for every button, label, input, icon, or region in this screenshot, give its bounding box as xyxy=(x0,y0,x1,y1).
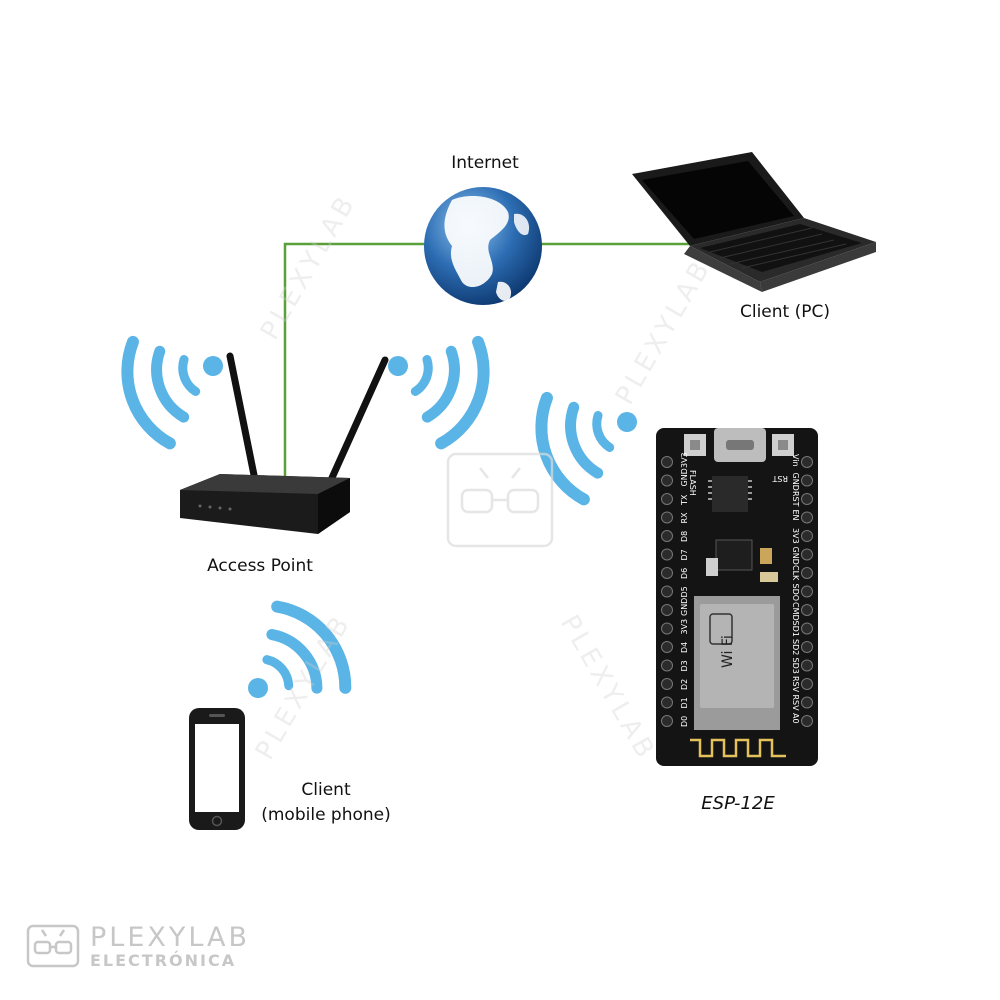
pin-3v3 xyxy=(661,456,673,468)
pin-label-clk: CLK xyxy=(791,565,800,581)
pin-label-3v3: 3V3 xyxy=(791,528,800,544)
brand-watermark: PLEXYLAB ELECTRÓNICA xyxy=(26,920,266,970)
pin-rsv xyxy=(801,696,813,709)
pin-label-d3: D3 xyxy=(680,660,689,671)
pin-label-d0: D0 xyxy=(680,716,689,727)
pin-label-rst: RST xyxy=(791,491,800,507)
pin-label-gnd: GND xyxy=(791,547,800,565)
pin-label-cmd: CMD xyxy=(791,602,800,621)
pin-d1 xyxy=(661,696,673,709)
pin-label-sd2: SD2 xyxy=(791,639,800,655)
pin-label-en: EN xyxy=(791,510,800,521)
rst-button xyxy=(684,434,706,456)
pin-rst xyxy=(801,493,813,505)
globe-icon xyxy=(424,187,542,305)
phone-icon xyxy=(189,708,245,830)
pin-label-d2: D2 xyxy=(680,679,689,690)
pin-label-gnd: GND xyxy=(791,473,800,491)
pin-d6 xyxy=(661,567,673,579)
pin-gnd xyxy=(801,548,813,561)
right-pin-header xyxy=(801,456,813,727)
flash-button xyxy=(772,434,794,456)
pin-label-sdo: SDO xyxy=(791,584,800,602)
pin-label-3v3: 3V3 xyxy=(680,619,689,635)
pin-d4 xyxy=(661,641,673,653)
client-pc-label: Client (PC) xyxy=(739,302,830,322)
pin-label-gnd: GND xyxy=(680,598,689,616)
pin-label-rsv: RSV xyxy=(791,676,800,693)
pin-label-sd3: SD3 xyxy=(791,658,800,674)
wifi-signal-icon xyxy=(248,600,352,698)
pin-en xyxy=(801,511,813,524)
pin-label-d1: D1 xyxy=(680,697,689,708)
pin-vin xyxy=(801,456,813,468)
flash-label: FLASH xyxy=(688,470,697,496)
right-pin-labels: A0RSVRSVSD3SD2SD1CMDSDOCLKGND3V3ENRSTGND… xyxy=(791,454,800,724)
client-mobile-label: Client (mobile phone) xyxy=(236,778,416,828)
laptop-icon xyxy=(632,152,876,292)
client-mobile-label-line1: Client xyxy=(301,780,351,800)
pin-rx xyxy=(661,511,673,524)
pin-label-rx: RX xyxy=(680,512,689,524)
pin-label-d5: D5 xyxy=(680,586,689,597)
pin-sd3 xyxy=(801,659,813,672)
pin-sd1 xyxy=(801,622,813,635)
access-point-label: Access Point xyxy=(207,556,313,576)
pin-d8 xyxy=(661,530,673,542)
wifi-signal-icon xyxy=(388,335,490,450)
pin-label-d7: D7 xyxy=(680,549,689,560)
pin-label-sd1: SD1 xyxy=(791,621,800,637)
link-router-internet xyxy=(283,242,432,478)
pin-sd2 xyxy=(801,641,813,653)
pin-gnd xyxy=(661,604,673,616)
esp-board: Wi Fi D0D1D2D3D43V3GNDD5D6D7D8RXTXGND3V3… xyxy=(656,428,818,766)
pin-label-gnd: GND xyxy=(680,468,689,486)
pin-d7 xyxy=(661,548,673,561)
esp-label: ESP-12E xyxy=(701,793,775,814)
pin-label-rsv: RSV xyxy=(791,695,800,712)
pin-d3 xyxy=(661,659,673,672)
pin-label-tx: TX xyxy=(680,494,689,506)
brand-name: PLEXYLAB xyxy=(90,922,251,953)
pin-a0 xyxy=(801,715,813,727)
pin-d2 xyxy=(661,678,673,690)
pin-label-a0: A0 xyxy=(791,713,800,724)
internet-label: Internet xyxy=(451,153,519,173)
pin-gnd xyxy=(661,474,673,487)
brand-logo-icon xyxy=(26,924,80,968)
pin-label-d6: D6 xyxy=(680,568,689,579)
pin-tx xyxy=(661,493,673,505)
client-mobile-label-line2: (mobile phone) xyxy=(261,805,391,825)
wifi-signal-icon xyxy=(121,335,223,450)
pin-gnd xyxy=(801,474,813,487)
pin-clk xyxy=(801,567,813,579)
wifi-chip-text: Wi Fi xyxy=(720,635,736,668)
pin-label-vin: Vin xyxy=(791,454,800,467)
pin-rsv xyxy=(801,678,813,690)
pin-d5 xyxy=(661,585,673,598)
rst-label: RST xyxy=(772,474,788,483)
pin-d0 xyxy=(661,715,673,727)
pin-sdo xyxy=(801,585,813,598)
pin-cmd xyxy=(801,604,813,616)
pin-3v3 xyxy=(661,622,673,635)
pin-label-d4: D4 xyxy=(680,642,689,653)
wifi-signal-icon xyxy=(535,391,637,506)
pin-label-d8: D8 xyxy=(680,531,689,542)
router-icon xyxy=(180,352,389,534)
left-pin-header xyxy=(661,456,673,727)
pin-3v3 xyxy=(801,530,813,542)
pin-label-3v3: 3V3 xyxy=(680,452,689,468)
brand-subtitle: ELECTRÓNICA xyxy=(90,951,237,970)
watermark-logo-icon xyxy=(446,452,554,548)
